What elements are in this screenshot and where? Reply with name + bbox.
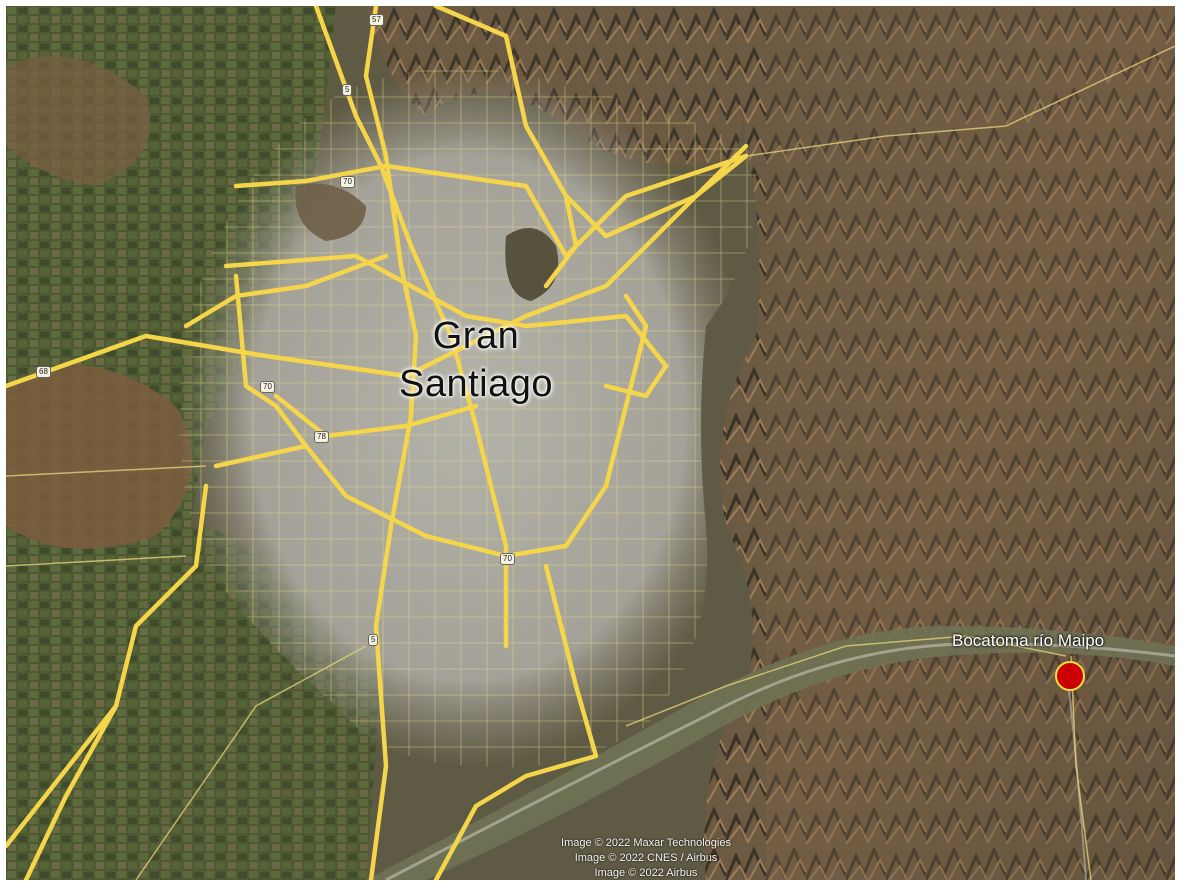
attribution-line: Image © 2022 Maxar Technologies — [561, 837, 731, 849]
city-label: Gran Santiago — [376, 312, 576, 408]
route-shield: 78 — [314, 431, 329, 443]
city-label-line1: Gran — [432, 315, 520, 357]
attribution-line: Image © 2022 Airbus — [594, 867, 698, 879]
city-label-line2: Santiago — [398, 363, 553, 405]
route-shield: 68 — [36, 366, 51, 378]
attribution-line: Image © 2022 CNES / Airbus — [574, 852, 718, 864]
hills-west — [6, 365, 192, 549]
satellite-map[interactable]: 57 5 70 68 70 78 70 5 Gran Santiago Boca… — [6, 6, 1175, 880]
route-shield: 70 — [260, 381, 275, 393]
route-shield: 57 — [369, 14, 384, 26]
maipo-river — [385, 642, 1175, 880]
imagery-attribution: Image © 2022 Maxar Technologies Image © … — [526, 836, 766, 880]
cerro-san-cristobal — [505, 228, 559, 301]
route-shield: 5 — [342, 84, 353, 96]
route-shield: 70 — [500, 553, 515, 565]
minor-roads — [6, 45, 1175, 880]
route-shield: 5 — [368, 634, 379, 646]
route-shield: 70 — [340, 176, 355, 188]
highway-network — [6, 6, 749, 880]
maipo-valley — [366, 626, 1175, 880]
map-imagery — [6, 6, 1175, 880]
marker-label: Bocatoma río Maipo — [952, 631, 1105, 650]
location-marker[interactable] — [1055, 661, 1085, 691]
